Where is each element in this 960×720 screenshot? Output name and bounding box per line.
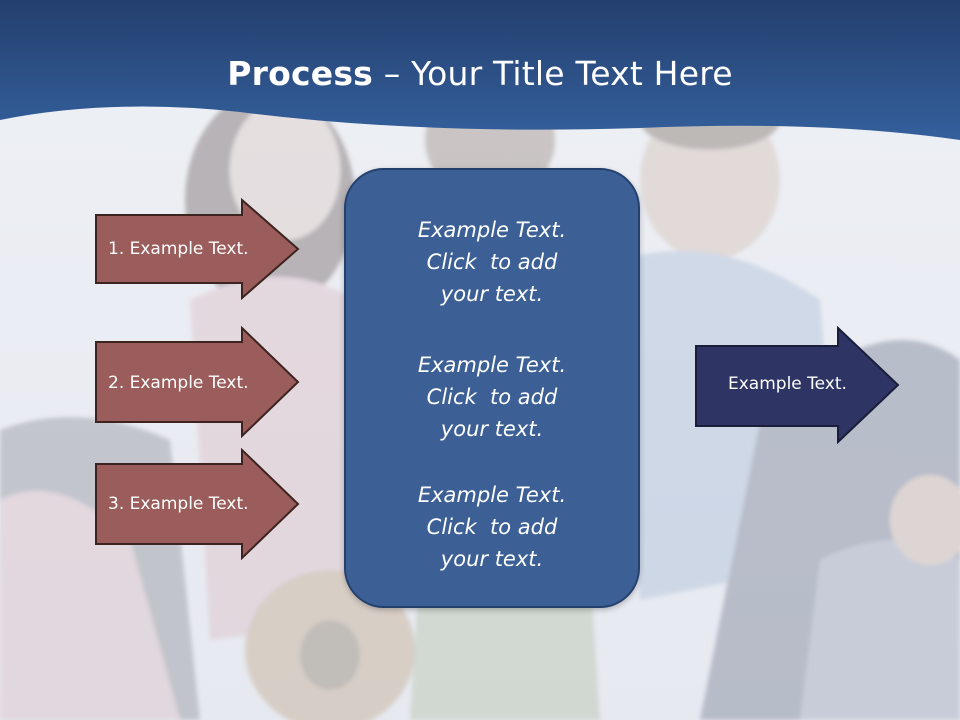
arrow-right-icon <box>95 448 300 560</box>
title-strong: Process <box>227 54 374 93</box>
center-text-block-2: Example Text. Click to add your text. <box>346 349 638 445</box>
arrow-right-icon <box>695 326 900 444</box>
page-title[interactable]: Process – Your Title Text Here <box>0 52 960 96</box>
arrow-label: 3. Example Text. <box>108 494 249 514</box>
center-text-box[interactable]: Example Text. Click to add your text. Ex… <box>344 168 640 608</box>
center-text-line: Click to add <box>426 515 558 539</box>
arrow-right-icon <box>95 198 300 300</box>
center-text-line: your text. <box>440 547 544 571</box>
right-arrow[interactable]: Example Text. <box>694 326 900 444</box>
center-text-line: Click to add <box>426 250 558 274</box>
center-text-line: Example Text. <box>417 353 567 377</box>
left-arrow-3[interactable]: 3. Example Text. <box>94 448 300 560</box>
center-text-line: your text. <box>440 417 544 441</box>
arrow-label: 1. Example Text. <box>108 239 249 259</box>
arrow-right-icon <box>95 326 300 438</box>
center-text-line: Click to add <box>426 385 558 409</box>
center-text-line: Example Text. <box>417 483 567 507</box>
arrow-label: 2. Example Text. <box>108 373 249 393</box>
left-arrow-2[interactable]: 2. Example Text. <box>94 326 300 438</box>
left-arrow-1[interactable]: 1. Example Text. <box>94 198 300 300</box>
center-text-block-3: Example Text. Click to add your text. <box>346 479 638 575</box>
center-text-block-1: Example Text. Click to add your text. <box>346 214 638 310</box>
arrow-label: Example Text. <box>728 374 847 394</box>
center-text-line: your text. <box>440 282 544 306</box>
center-text-line: Example Text. <box>417 218 567 242</box>
title-rest: – Your Title Text Here <box>373 54 733 93</box>
